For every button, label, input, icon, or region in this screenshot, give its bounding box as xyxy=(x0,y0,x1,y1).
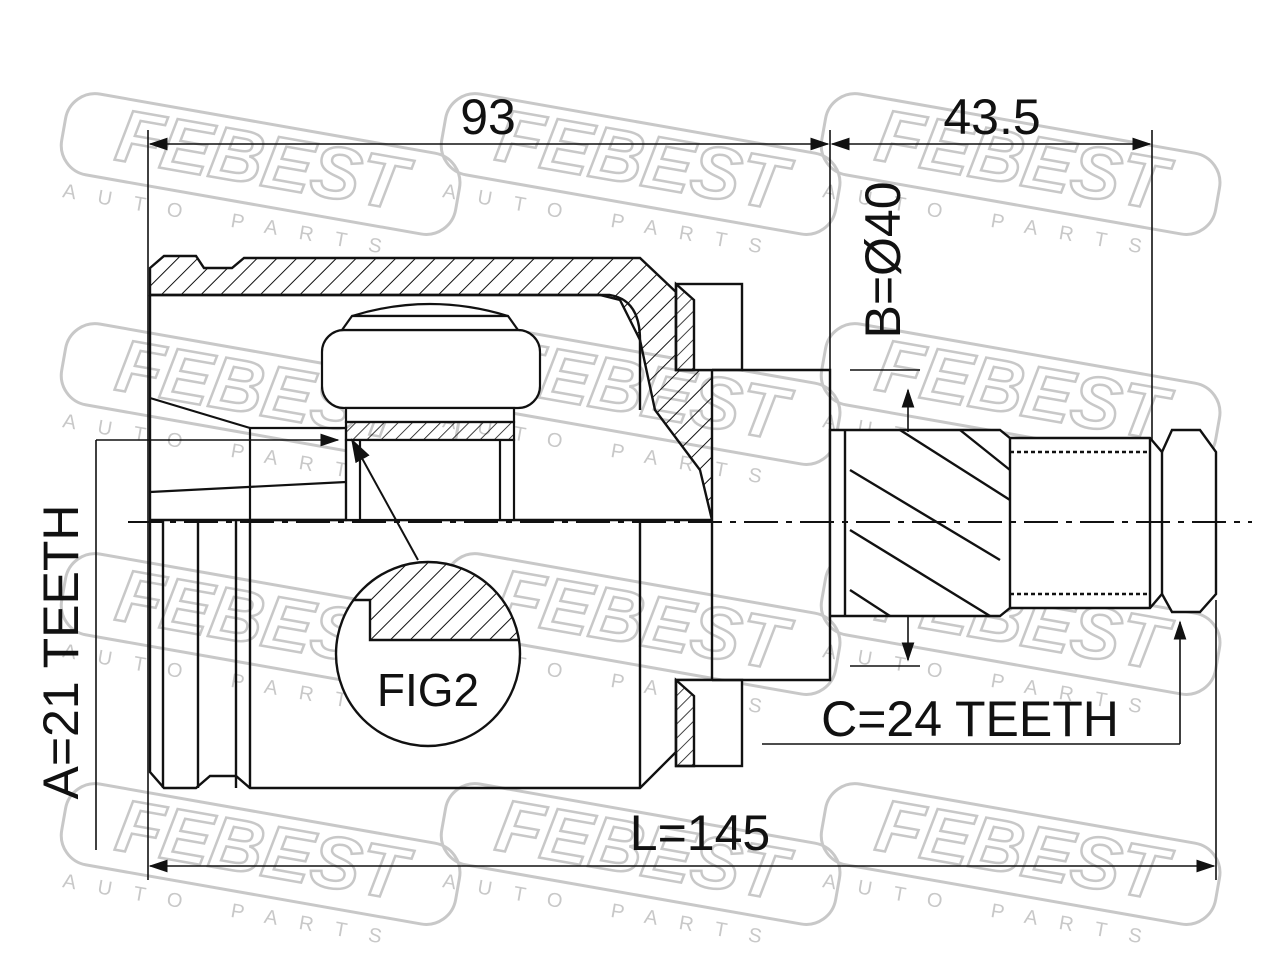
dim-diameter-label: B=Ø40 xyxy=(855,181,911,338)
dim-spline-outer-label: C=24 TEETH xyxy=(821,691,1119,747)
dim-length-label: L=145 xyxy=(630,805,770,861)
dim-43-5-label: 43.5 xyxy=(943,89,1040,145)
dim-93-label: 93 xyxy=(460,89,516,145)
fig2-leader xyxy=(351,438,419,561)
dimensions xyxy=(95,130,1217,880)
dim-spline-inner-label: A=21 TEETH xyxy=(33,504,89,799)
fig2-label: FIG2 xyxy=(377,664,479,716)
